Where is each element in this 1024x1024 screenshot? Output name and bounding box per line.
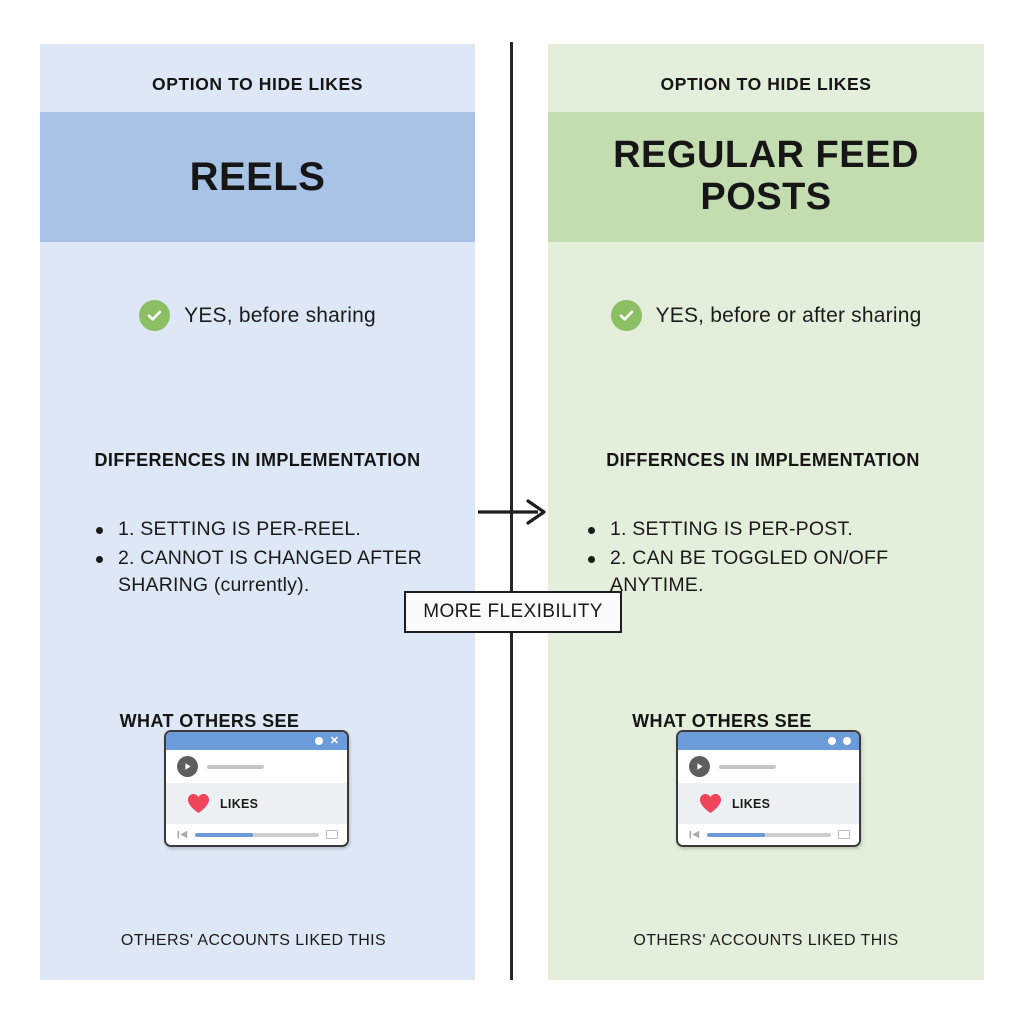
right-what-others-see-heading: WHAT OTHERS SEE: [632, 711, 812, 731]
right-implementation-heading: DIFFERNCES IN IMPLEMENTATION: [606, 450, 920, 470]
title-placeholder-bar: [207, 764, 264, 769]
list-item: 2. CAN BE TOGGLED ON/OFF ANYTIME.: [584, 545, 970, 600]
list-item: 1. SETTING IS PER-POST.: [584, 516, 970, 544]
right-yes-text: YES, before or after sharing: [655, 303, 922, 327]
right-likes-label: LIKES: [732, 796, 771, 811]
right-title-band: REGULAR FEED POSTS: [548, 112, 984, 242]
play-icon[interactable]: [689, 756, 710, 777]
left-implementation-heading: DIFFERENCES IN IMPLEMENTATION: [94, 450, 421, 470]
left-yes-row: YES, before sharing: [40, 300, 475, 331]
right-implementation-list: 1. SETTING IS PER-POST. 2. CAN BE TOGGLE…: [584, 516, 970, 601]
right-eyebrow-label: OPTION TO HIDE LIKES: [660, 74, 872, 94]
seek-bar-fill: [195, 832, 254, 837]
left-sees-footer: OTHERS' ACCOUNTS LIKED THIS: [120, 932, 387, 949]
right-yes-row: YES, before or after sharing: [548, 300, 984, 331]
right-player-likes-row: LIKES: [678, 783, 859, 824]
right-player-controls: [678, 824, 859, 845]
right-media-player-mockup: LIKES: [676, 730, 861, 847]
fullscreen-icon[interactable]: [326, 830, 338, 839]
check-circle-icon: [610, 300, 642, 331]
left-media-player-mockup: ✕ LIKES: [164, 730, 349, 847]
left-player-controls: [166, 824, 347, 845]
left-title: REELS: [189, 155, 326, 199]
left-eyebrow-label: OPTION TO HIDE LIKES: [151, 74, 363, 94]
minimize-dot-icon[interactable]: [314, 737, 323, 745]
left-player-likes-row: LIKES: [166, 783, 347, 824]
more-flexibility-label: MORE FLEXIBILITY: [423, 601, 603, 622]
play-icon[interactable]: [177, 756, 198, 777]
left-what-others-see-heading: WHAT OTHERS SEE: [119, 711, 300, 731]
left-yes-text: YES, before sharing: [184, 303, 376, 327]
close-x-icon[interactable]: ✕: [329, 734, 339, 747]
seek-bar-fill: [707, 832, 766, 837]
more-flexibility-chip: MORE FLEXIBILITY: [404, 591, 622, 633]
title-placeholder-bar: [719, 764, 776, 769]
panel-regular-feed-posts: OPTION TO HIDE LIKES REGULAR FEED POSTS …: [548, 44, 984, 980]
arrow-right-icon: [478, 499, 546, 525]
heart-icon: [700, 794, 721, 813]
minimize-dot-icon[interactable]: [828, 737, 836, 745]
list-item: 1. SETTING IS PER-REEL.: [92, 516, 461, 544]
left-implementation-list: 1. SETTING IS PER-REEL. 2. CANNOT IS CHA…: [92, 516, 461, 601]
maximize-dot-icon[interactable]: [843, 737, 851, 745]
right-title: REGULAR FEED POSTS: [613, 134, 919, 218]
right-sees-footer: OTHERS' ACCOUNTS LIKED THIS: [633, 932, 899, 949]
left-title-band: REELS: [40, 112, 475, 242]
check-circle-icon: [139, 300, 171, 331]
left-likes-label: LIKES: [220, 796, 259, 811]
left-player-top-row: [166, 750, 347, 783]
right-player-titlebar: [678, 732, 859, 750]
seek-bar[interactable]: [707, 832, 831, 837]
right-player-top-row: [678, 750, 859, 783]
fullscreen-icon[interactable]: [838, 830, 850, 839]
heart-icon: [188, 794, 209, 813]
panel-reels: OPTION TO HIDE LIKES REELS YES, before s…: [40, 44, 475, 980]
seek-bar[interactable]: [195, 832, 319, 837]
left-player-titlebar: ✕: [166, 732, 347, 750]
skip-previous-icon[interactable]: [689, 830, 700, 839]
skip-previous-icon[interactable]: [177, 830, 188, 839]
list-item: 2. CANNOT IS CHANGED AFTER SHARING (curr…: [92, 545, 461, 600]
